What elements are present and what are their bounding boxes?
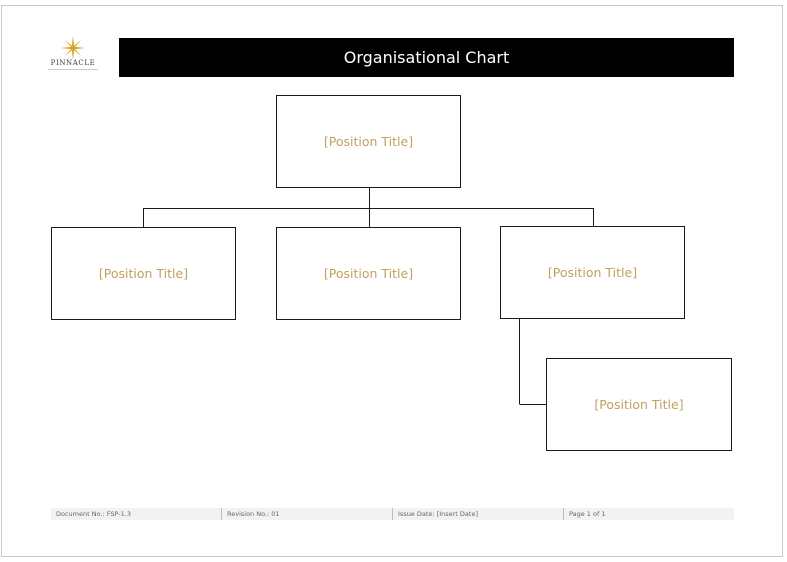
document-footer: Document No.: FSP-1.3 Revision No.: 01 I… <box>51 508 734 520</box>
star-logo-icon <box>61 36 85 60</box>
org-box-sub[interactable]: [Position Title] <box>546 358 732 451</box>
position-title: [Position Title] <box>547 265 638 280</box>
company-logo: PINNACLE <box>44 36 102 76</box>
footer-revision-no: Revision No.: 01 <box>221 508 392 520</box>
logo-wordmark: PINNACLE <box>50 59 96 67</box>
footer-document-no: Document No.: FSP-1.3 <box>56 510 131 518</box>
page-title: Organisational Chart <box>343 48 510 67</box>
position-title: [Position Title] <box>594 397 684 412</box>
footer-page: Page 1 of 1 <box>563 508 734 520</box>
position-title: [Position Title] <box>323 266 414 281</box>
org-box-level2-2[interactable]: [Position Title] <box>276 227 461 320</box>
position-title: [Position Title] <box>323 134 414 149</box>
org-box-level2-3[interactable]: [Position Title] <box>500 226 685 319</box>
logo-tagline-rule <box>48 69 98 70</box>
org-box-level2-1[interactable]: [Position Title] <box>51 227 236 320</box>
page-title-bar: Organisational Chart <box>119 38 734 77</box>
footer-issue-date: Issue Date: [Insert Date] <box>392 508 563 520</box>
org-box-root[interactable]: [Position Title] <box>276 95 461 188</box>
position-title: [Position Title] <box>98 266 189 281</box>
